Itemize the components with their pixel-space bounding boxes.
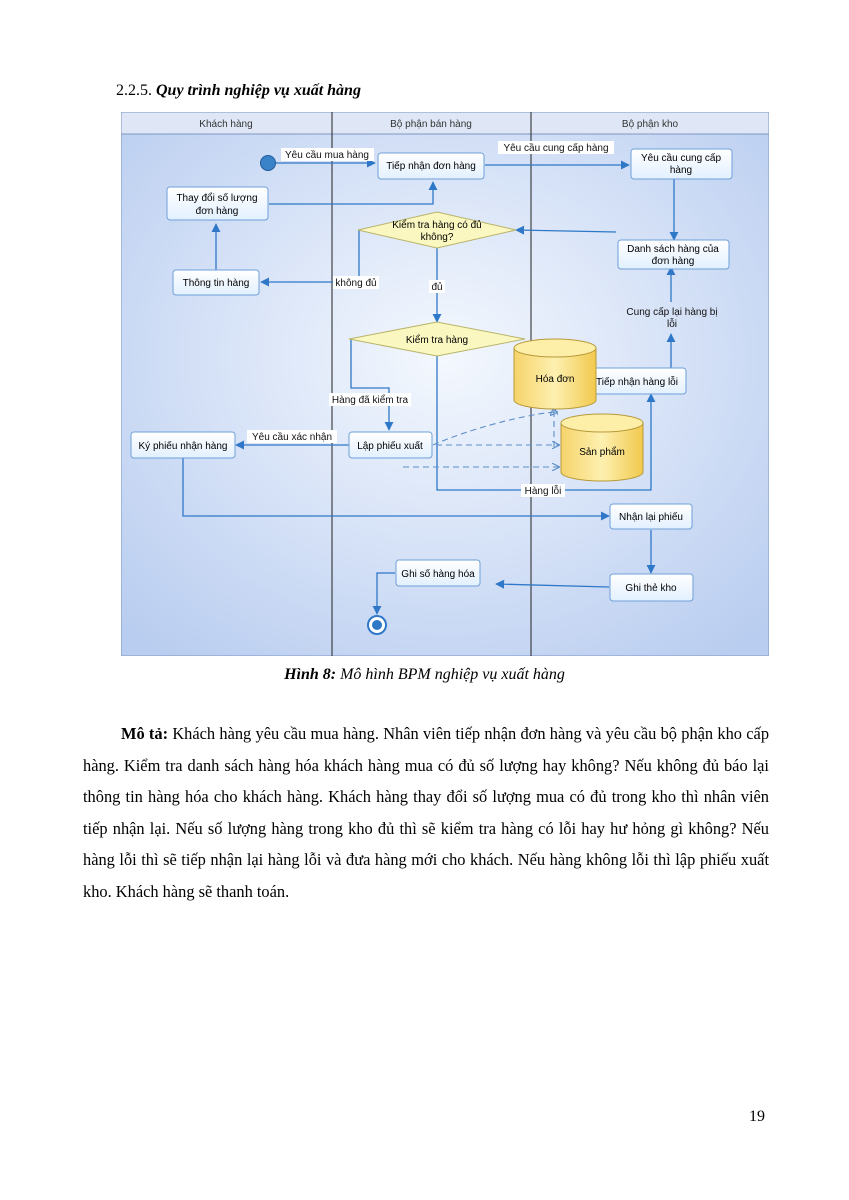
- task-yeu-cau-cung-cap-hang: Yêu cầu cung cấp hàng: [630, 148, 733, 180]
- decision-kiem-tra-du: Kiểm tra hàng có đủ không?: [357, 211, 517, 249]
- svg-text:Hóa đơn: Hóa đơn: [536, 374, 575, 385]
- svg-text:Thông tin hàng: Thông tin hàng: [183, 278, 250, 289]
- svg-text:đủ: đủ: [431, 281, 442, 293]
- task-ky-phieu-nhan-hang: Ký phiếu nhận hàng: [130, 431, 236, 459]
- svg-text:đơn hàng: đơn hàng: [652, 256, 695, 267]
- description-label: Mô tả:: [121, 724, 169, 743]
- svg-text:hàng: hàng: [670, 165, 692, 176]
- svg-text:Sản phẩm: Sản phẩm: [579, 446, 625, 458]
- svg-text:Tiếp nhận hàng lỗi: Tiếp nhận hàng lỗi: [596, 375, 678, 388]
- svg-text:Lập phiếu xuất: Lập phiếu xuất: [357, 440, 423, 452]
- section-heading: 2.2.5. Quy trình nghiệp vụ xuất hàng: [116, 82, 361, 100]
- task-thong-tin-hang: Thông tin hàng: [172, 269, 260, 296]
- edge-label-cung-cap-lai-hang-loi: Cung cấp lại hàng bị lỗi: [626, 306, 717, 330]
- svg-text:Thay đổi số lượng: Thay đổi số lượng: [176, 192, 257, 204]
- edge-label-yeu-cau-cung-cap-hang: Yêu cầu cung cấp hàng: [498, 141, 614, 154]
- svg-text:Yêu cầu xác nhận: Yêu cầu xác nhận: [252, 431, 332, 443]
- svg-text:Cung cấp lại hàng bị: Cung cấp lại hàng bị: [626, 306, 717, 318]
- decision-kiem-tra-hang: Kiểm tra hàng: [348, 321, 526, 357]
- task-ghi-so-hang-hoa: Ghi số hàng hóa: [395, 559, 481, 587]
- datastore-hoa-don: Hóa đơn: [513, 338, 597, 410]
- lane-sales: Bộ phận bán hàng: [390, 119, 472, 130]
- task-thay-doi-so-luong: Thay đổi số lượng đơn hàng: [166, 186, 269, 221]
- svg-text:đơn hàng: đơn hàng: [196, 206, 239, 217]
- svg-text:Nhận lại phiếu: Nhận lại phiếu: [619, 511, 683, 523]
- start-event: [260, 155, 276, 171]
- figure-caption: Hình 8: Mô hình BPM nghiệp vụ xuất hàng: [0, 666, 849, 684]
- lane-customer: Khách hàng: [199, 119, 252, 130]
- edge-label-hang-da-kiem-tra: Hàng đã kiểm tra: [329, 393, 411, 406]
- task-lap-phieu-xuat: Lập phiếu xuất: [348, 431, 433, 459]
- page-number: 19: [749, 1108, 765, 1125]
- task-nhan-lai-phieu: Nhận lại phiếu: [609, 503, 693, 530]
- lane-warehouse: Bộ phận kho: [622, 119, 679, 130]
- task-tiep-nhan-hang-loi: Tiếp nhận hàng lỗi: [586, 367, 687, 395]
- task-tiep-nhan-don-hang: Tiếp nhận đơn hàng: [377, 152, 485, 180]
- task-danh-sach-hang: Danh sách hàng của đơn hàng: [617, 239, 730, 270]
- end-event: [367, 615, 387, 635]
- svg-text:Danh sách hàng của: Danh sách hàng của: [627, 243, 719, 255]
- svg-text:Yêu cầu mua hàng: Yêu cầu mua hàng: [285, 149, 369, 161]
- bpm-diagram: Khách hàng Bộ phận bán hàng Bộ phận kho …: [121, 112, 769, 656]
- svg-text:Tiếp nhận đơn hàng: Tiếp nhận đơn hàng: [386, 160, 476, 172]
- svg-text:không?: không?: [421, 232, 454, 243]
- edge-label-yeu-cau-mua-hang: Yêu cầu mua hàng: [281, 148, 374, 161]
- edge-label-hang-loi: Hàng lỗi: [521, 484, 565, 497]
- edge-label-du: đủ: [429, 280, 445, 293]
- svg-text:lỗi: lỗi: [667, 317, 677, 330]
- svg-text:Yêu cầu cung cấp hàng: Yêu cầu cung cấp hàng: [503, 142, 608, 154]
- svg-text:Hàng lỗi: Hàng lỗi: [525, 484, 562, 497]
- svg-text:không đủ: không đủ: [335, 277, 376, 289]
- section-number: 2.2.5.: [116, 82, 152, 99]
- svg-text:Kiểm tra hàng: Kiểm tra hàng: [406, 334, 468, 346]
- caption-label: Hình 8:: [284, 666, 337, 683]
- description-text: Khách hàng yêu cầu mua hàng. Nhân viên t…: [83, 724, 770, 901]
- svg-text:Ghi số hàng hóa: Ghi số hàng hóa: [401, 568, 475, 580]
- edge-label-yeu-cau-xac-nhan: Yêu cầu xác nhận: [247, 430, 337, 443]
- svg-text:Kiểm tra hàng có đủ: Kiểm tra hàng có đủ: [392, 219, 482, 231]
- description-paragraph: Mô tả: Khách hàng yêu cầu mua hàng. Nhân…: [83, 718, 769, 907]
- svg-text:Ký phiếu nhận hàng: Ký phiếu nhận hàng: [139, 440, 228, 452]
- edge-label-khong-du: không đủ: [333, 276, 379, 289]
- svg-text:Hàng đã kiểm tra: Hàng đã kiểm tra: [332, 394, 409, 406]
- section-title: Quy trình nghiệp vụ xuất hàng: [156, 82, 361, 99]
- task-ghi-the-kho: Ghi thẻ kho: [609, 573, 694, 602]
- datastore-san-pham: Sản phẩm: [560, 413, 644, 482]
- svg-text:Ghi thẻ kho: Ghi thẻ kho: [625, 583, 677, 594]
- svg-text:Yêu cầu cung cấp: Yêu cầu cung cấp: [641, 152, 721, 164]
- caption-text: Mô hình BPM nghiệp vụ xuất hàng: [340, 666, 565, 683]
